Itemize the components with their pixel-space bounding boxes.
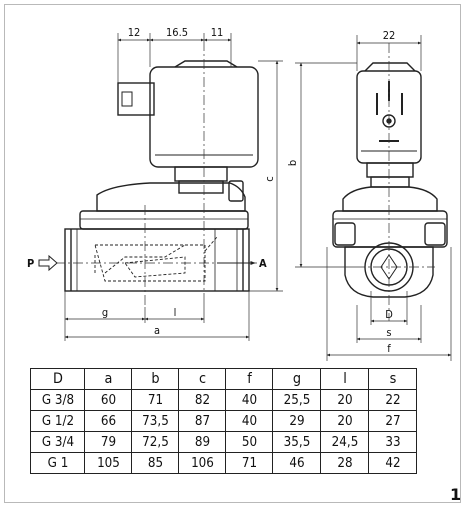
col-header: D <box>32 368 83 390</box>
table-row: G 1/2 66 73,5 87 40 29 20 27 <box>31 410 417 432</box>
front-view <box>64 60 259 292</box>
page-number: 1 <box>450 485 462 504</box>
table-cell: 73,5 <box>132 410 178 432</box>
col-header: a <box>85 368 131 390</box>
table-header-row: D a b c f g l s <box>31 368 417 390</box>
table-cell: 106 <box>179 452 225 474</box>
col-header: c <box>179 368 225 390</box>
table-cell: 82 <box>179 389 225 411</box>
col-header: l <box>321 368 368 390</box>
table-cell: 22 <box>369 389 416 411</box>
table-row: G 3/4 79 72,5 89 50 35,5 24,5 33 <box>31 431 417 453</box>
table-cell: 50 <box>226 431 272 453</box>
dim-11: 11 <box>211 26 224 39</box>
coil-connector <box>117 82 155 116</box>
port-a-label: A <box>259 257 267 270</box>
table-cell: 20 <box>321 389 368 411</box>
port-p-label: P <box>27 257 34 270</box>
table-cell: 72,5 <box>132 431 178 453</box>
valve-body <box>64 228 250 292</box>
table-cell: 71 <box>226 452 272 474</box>
col-header: f <box>226 368 272 390</box>
bonnet <box>96 182 246 212</box>
col-header: g <box>273 368 320 390</box>
table-cell: 40 <box>226 410 272 432</box>
table-cell: 25,5 <box>273 389 320 411</box>
table-cell: 66 <box>85 410 131 432</box>
side-view <box>332 62 448 298</box>
table-cell: 85 <box>132 452 178 474</box>
table-cell: 29 <box>273 410 320 432</box>
table-cell: 89 <box>179 431 225 453</box>
table-cell: 79 <box>85 431 131 453</box>
table-cell: 20 <box>321 410 368 432</box>
dim-f-label: f <box>387 342 391 355</box>
dim-12: 12 <box>128 26 141 39</box>
table-cell: 46 <box>273 452 320 474</box>
dim-c-label: c <box>263 176 276 181</box>
table-row: G 3/8 60 71 82 40 25,5 20 22 <box>31 389 417 411</box>
armature-tube <box>174 166 228 182</box>
dim-g-label: g <box>102 306 108 319</box>
table-row: G 1 105 85 106 71 46 28 42 <box>31 452 417 474</box>
valve-drawing: 12 16.5 11 22 c b g l a D s f P A <box>27 26 452 361</box>
table-cell: 27 <box>369 410 416 432</box>
dim-16-5: 16.5 <box>166 26 188 39</box>
col-header: s <box>369 368 416 390</box>
table-cell: 33 <box>369 431 416 453</box>
table-cell: 28 <box>321 452 368 474</box>
table-cell: G 1 <box>32 452 83 474</box>
table-cell: G 1/2 <box>32 410 83 432</box>
table-cell: 60 <box>85 389 131 411</box>
table-cell: G 3/8 <box>32 389 83 411</box>
dimensions-table: D a b c f g l s G 3/8 60 71 82 40 25,5 2… <box>30 368 417 474</box>
col-header: b <box>132 368 178 390</box>
dim-s-label: s <box>386 326 391 339</box>
table-cell: 71 <box>132 389 178 411</box>
table-cell: G 3/4 <box>32 431 83 453</box>
table-cell: 87 <box>179 410 225 432</box>
table-cell: 24,5 <box>321 431 368 453</box>
dim-a-label: a <box>154 324 160 337</box>
table-cell: 105 <box>85 452 131 474</box>
table-cell: 42 <box>369 452 416 474</box>
table-cell: 35,5 <box>273 431 320 453</box>
dim-D-label: D <box>385 308 393 321</box>
inlet-arrow <box>38 254 58 272</box>
dim-b-label: b <box>286 160 299 166</box>
table-cell: 40 <box>226 389 272 411</box>
dim-22: 22 <box>383 29 396 42</box>
side-body <box>344 246 434 298</box>
dim-l-label: l <box>174 306 177 319</box>
